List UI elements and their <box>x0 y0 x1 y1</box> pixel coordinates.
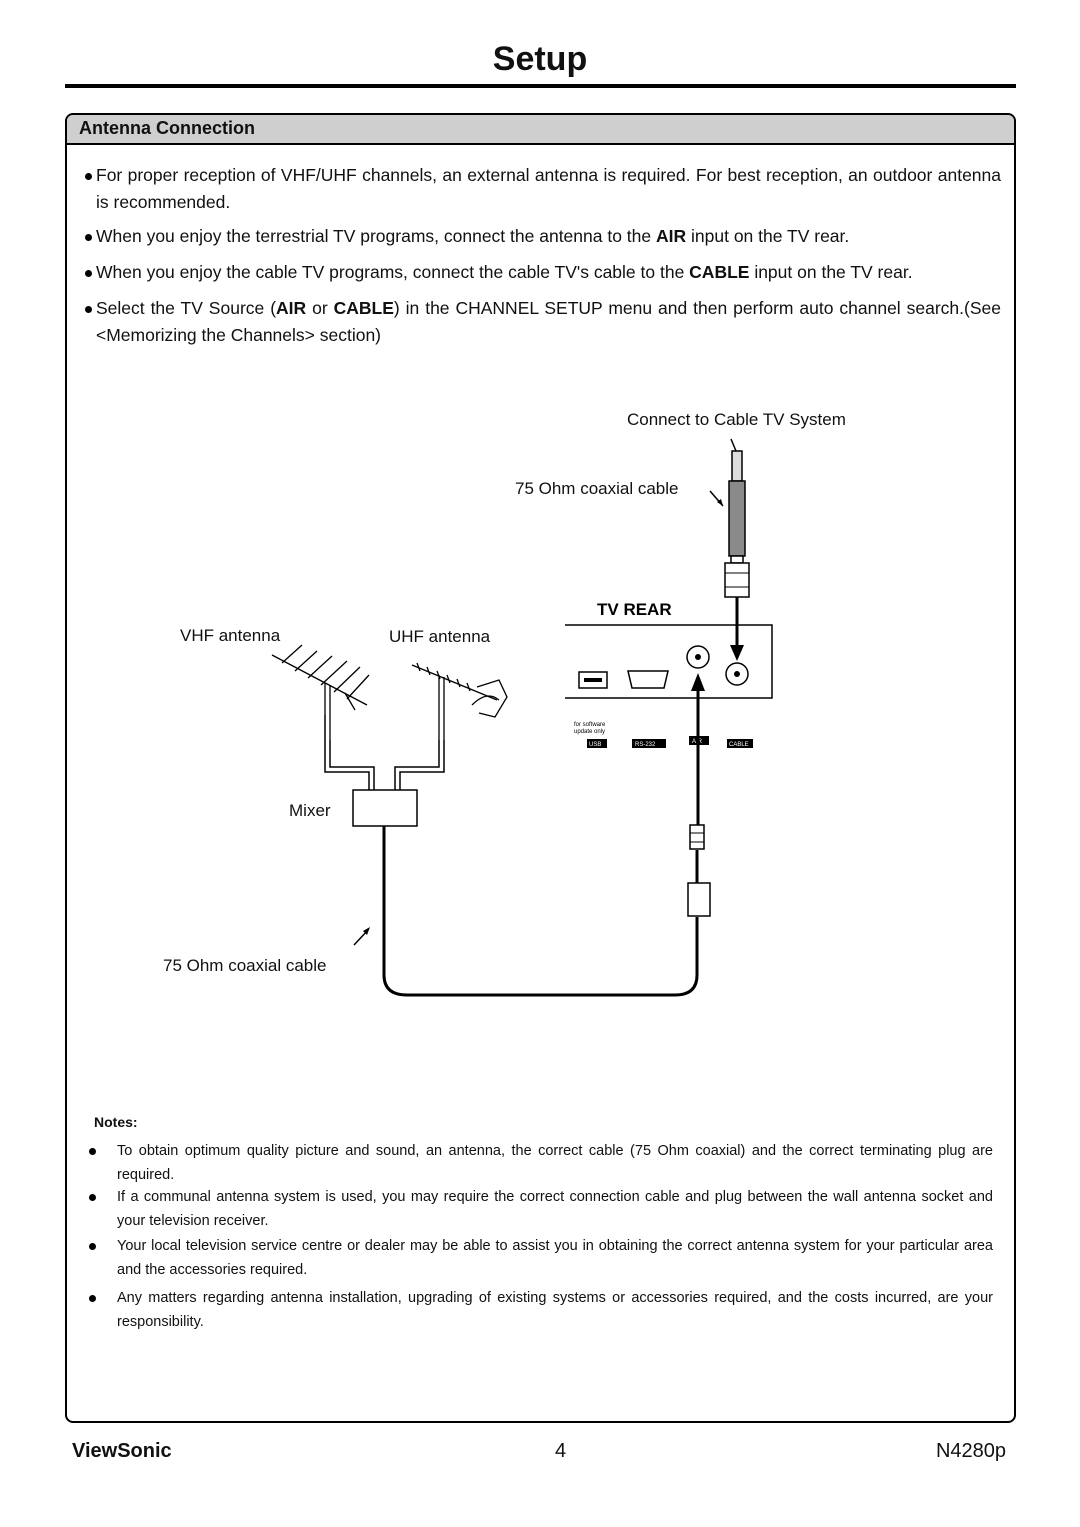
bullet-text: When you enjoy the terrestrial TV progra… <box>96 226 850 246</box>
rs232-port-icon <box>627 670 669 689</box>
vhf-antenna-icon <box>271 644 370 740</box>
bullet-dot-icon <box>85 306 92 313</box>
note-dot-icon <box>89 1243 96 1250</box>
vhf-feed-line <box>329 740 375 790</box>
uhf-antenna-label: UHF antenna <box>389 627 491 646</box>
f-connector-neck <box>730 555 744 564</box>
footer-brand: ViewSonic <box>72 1440 172 1462</box>
cable-label: CABLE <box>729 742 749 748</box>
notes-title: Notes: <box>94 1114 138 1130</box>
section-header: Antenna Connection <box>67 115 1014 145</box>
coax-cable-bottom <box>382 826 699 997</box>
title-rule <box>65 84 1016 88</box>
antenna-connection-diagram: Connect to Cable TV System 75 Ohm coaxia… <box>163 410 846 997</box>
usb-note-1: for software <box>574 722 606 728</box>
note-dot-icon <box>89 1295 96 1302</box>
bullet-dot-icon <box>85 270 92 277</box>
usb-note-2: update only <box>574 729 605 735</box>
note-dot-icon <box>89 1194 96 1201</box>
coax-bottom-label: 75 Ohm coaxial cable <box>163 956 326 975</box>
uhf-feed-line <box>394 740 440 790</box>
usb-label: USB <box>589 742 601 748</box>
cable-top-segment <box>731 450 743 482</box>
note-text: If a communal antenna system is used, yo… <box>117 1189 993 1229</box>
section-title: Antenna Connection <box>79 118 255 138</box>
mixer-label: Mixer <box>289 801 331 820</box>
cable-tag <box>727 739 753 748</box>
footer-model: N4280p <box>935 1440 1006 1462</box>
connect-cable-label: Connect to Cable TV System <box>627 410 846 429</box>
rs232-tag <box>632 739 666 748</box>
bullet-text: When you enjoy the cable TV programs, co… <box>96 262 913 282</box>
note-item: Your local television service centre or … <box>89 1234 993 1282</box>
cable-end <box>730 438 737 452</box>
coax-cable-top <box>728 480 746 557</box>
uhf-antenna-icon <box>411 662 508 740</box>
coax-top-arrowhead-icon <box>717 499 723 506</box>
coax-top-label: 75 Ohm coaxial cable <box>515 479 678 498</box>
usb-tag <box>587 739 607 748</box>
note-dot-icon <box>89 1148 96 1155</box>
note-item: To obtain optimum quality picture and so… <box>89 1139 993 1187</box>
tv-rear-panel <box>565 624 773 699</box>
bullet-text: Select the TV Source (AIR or CABLE) in t… <box>96 298 1001 345</box>
rs232-label: RS-232 <box>635 742 656 748</box>
note-item: If a communal antenna system is used, yo… <box>89 1185 993 1233</box>
bullet-item: When you enjoy the cable TV programs, co… <box>85 259 1001 286</box>
mixer-box <box>352 789 418 827</box>
arrow-up-icon <box>691 673 705 691</box>
bullet-item: For proper reception of VHF/UHF channels… <box>85 162 1001 216</box>
bullet-item: When you enjoy the terrestrial TV progra… <box>85 223 1001 250</box>
footer-page-number: 4 <box>555 1440 567 1462</box>
bullet-text: For proper reception of VHF/UHF channels… <box>96 165 1001 212</box>
page-title: Setup <box>492 40 588 78</box>
arrow-down-icon <box>730 645 744 661</box>
bullet-dot-icon <box>85 173 92 180</box>
note-text: Any matters regarding antenna installati… <box>117 1290 993 1330</box>
f-connector-icon <box>724 562 750 598</box>
bullet-dot-icon <box>85 234 92 241</box>
content-frame: Antenna Connection For proper reception … <box>65 113 1016 1423</box>
note-text: Your local television service centre or … <box>117 1238 993 1278</box>
bullet-item: Select the TV Source (AIR or CABLE) in t… <box>85 295 1001 349</box>
bottom-connector-body <box>687 882 711 917</box>
vhf-antenna-label: VHF antenna <box>180 626 281 645</box>
coax-bottom-arrowhead-icon <box>363 927 370 935</box>
tv-rear-label: TV REAR <box>597 600 672 619</box>
bottom-f-connector-icon <box>689 824 705 850</box>
note-item: Any matters regarding antenna installati… <box>89 1286 993 1334</box>
note-text: To obtain optimum quality picture and so… <box>117 1143 993 1183</box>
